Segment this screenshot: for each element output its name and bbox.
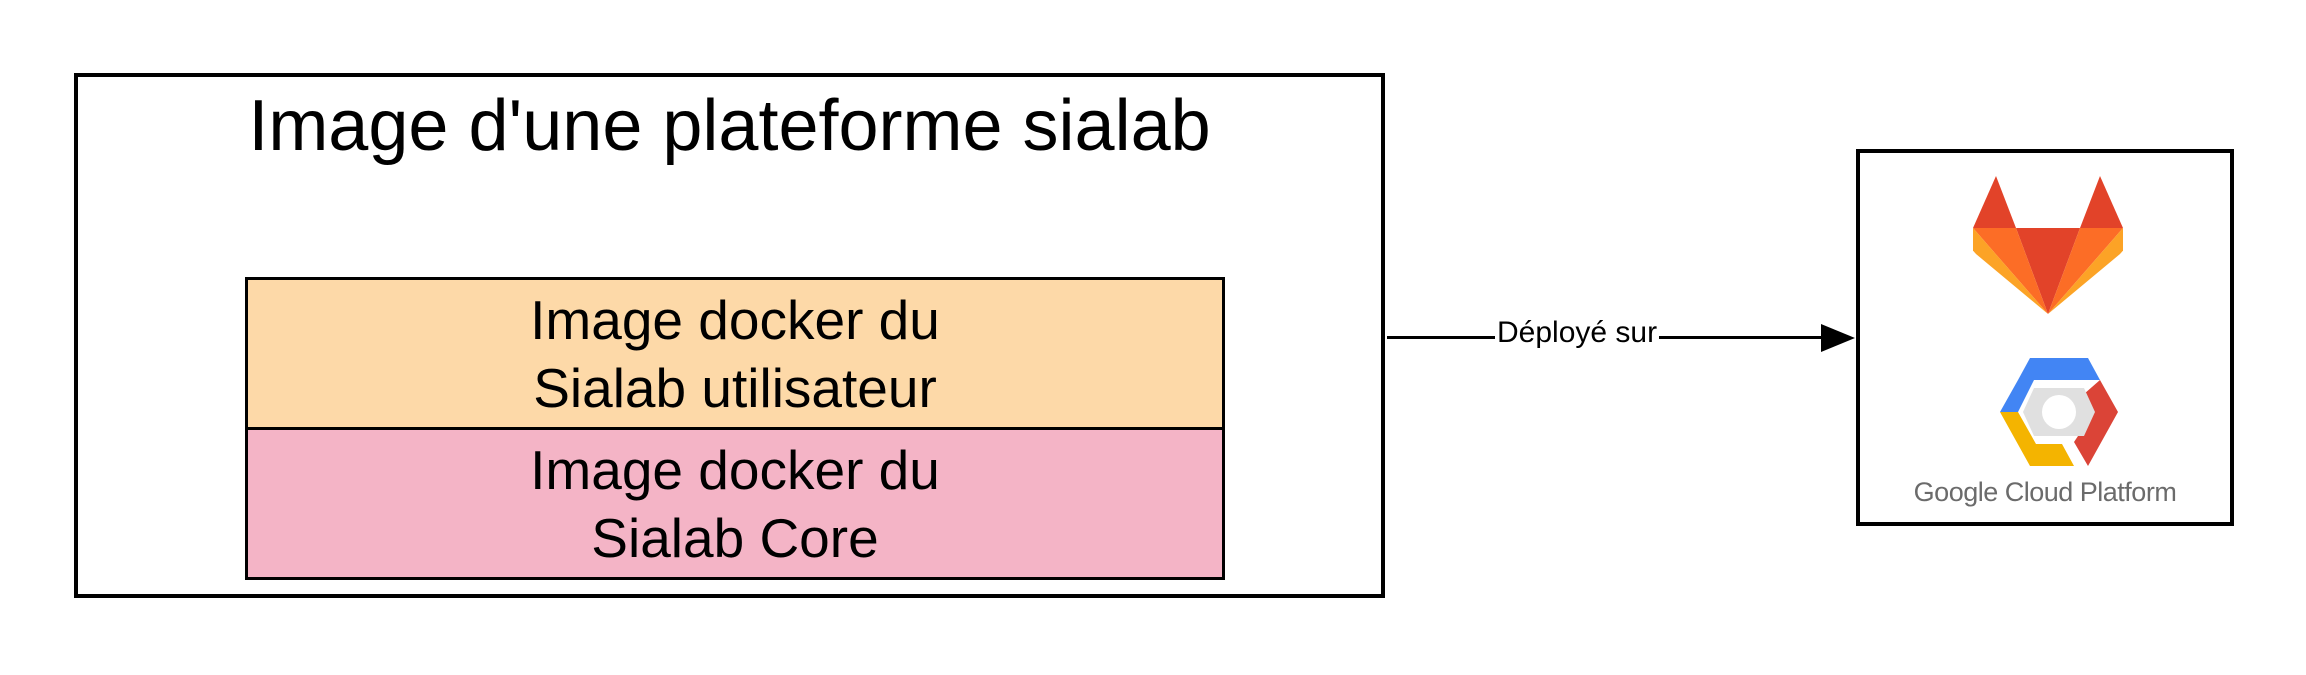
platform-image-box: Image d'une plateforme sialab Image dock…: [74, 73, 1385, 598]
arrowhead-icon: [1821, 324, 1855, 352]
layer-user-image: Image docker du Sialab utilisateur: [245, 277, 1225, 430]
layer-core-image: Image docker du Sialab Core: [245, 427, 1225, 580]
deployment-target-box: Google Cloud Platform: [1856, 149, 2234, 526]
google-cloud-icon: [2000, 358, 2118, 466]
platform-title: Image d'une plateforme sialab: [248, 86, 1211, 166]
layer-core-label: Image docker du Sialab Core: [530, 438, 940, 569]
gcp-wordmark: Google Cloud Platform: [1913, 477, 2177, 507]
deploy-label: Déployé sur: [1495, 315, 1660, 351]
layer-user-label: Image docker du Sialab utilisateur: [530, 288, 940, 419]
gitlab-icon: [1973, 176, 2123, 314]
